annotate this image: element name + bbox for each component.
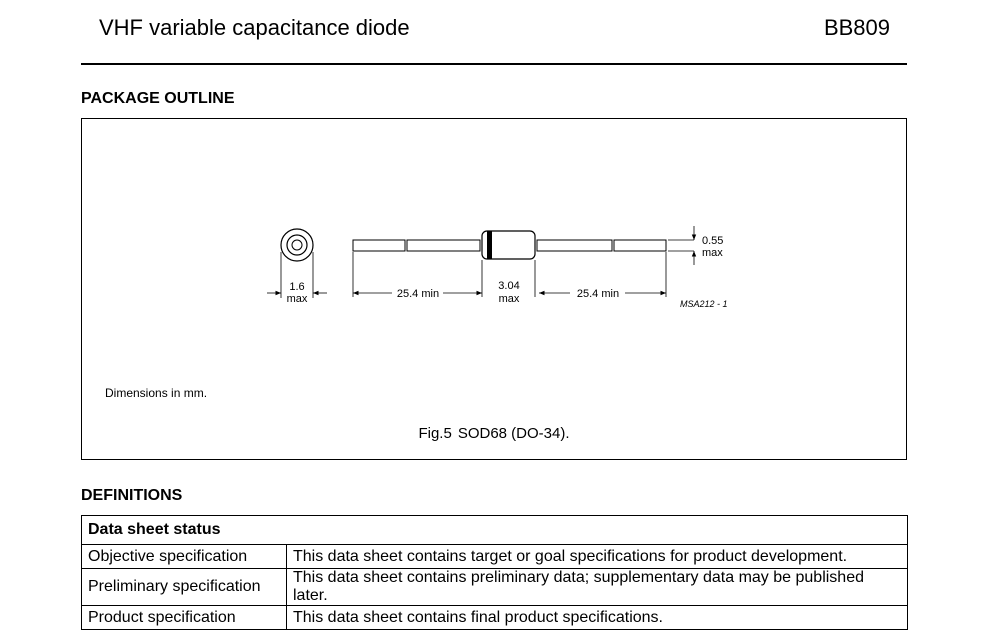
end-view — [267, 228, 327, 298]
part-number: BB809 — [823, 15, 890, 40]
package-outline-heading: PACKAGE OUTLINE — [81, 90, 235, 107]
lead-diameter-qualifier: max — [702, 247, 723, 259]
side-view — [352, 230, 667, 260]
status-cell: Product specification — [81, 605, 287, 630]
description-cell: This data sheet contains target or goal … — [286, 544, 908, 569]
end-diameter-qualifier: max — [287, 293, 308, 305]
figure-caption-text: SOD68 (DO-34). — [457, 425, 570, 442]
body-length-qualifier: max — [499, 293, 520, 305]
table-row: Preliminary specification This data shee… — [81, 568, 908, 606]
package-outline-figure: 1.6 max 25.4 min 3.04 max 25.4 min 0.55 … — [81, 118, 907, 460]
table-header: Data sheet status — [81, 515, 908, 545]
figure-caption: Fig.5 SOD68 (DO-34). — [82, 425, 906, 442]
lead-length-right: 25.4 min — [577, 288, 619, 300]
package-drawing: 1.6 max 25.4 min 3.04 max 25.4 min 0.55 … — [267, 226, 728, 309]
definitions-heading: DEFINITIONS — [81, 487, 183, 504]
drawing-code: MSA212 - 1 — [680, 299, 728, 309]
table-row: Product specification This data sheet co… — [81, 605, 908, 630]
extension-lines — [352, 239, 694, 297]
status-cell: Objective specification — [81, 544, 287, 569]
body-length-value: 3.04 — [498, 280, 519, 292]
header-rule — [81, 63, 907, 65]
end-diameter-value: 1.6 — [289, 281, 304, 293]
figure-number: Fig.5 — [418, 425, 452, 442]
lead-length-left: 25.4 min — [397, 288, 439, 300]
dimensions-note: Dimensions in mm. — [105, 386, 208, 400]
lead-diameter-value: 0.55 — [702, 235, 723, 247]
status-cell: Preliminary specification — [81, 568, 287, 606]
table-row: Objective specification This data sheet … — [81, 544, 908, 569]
description-cell: This data sheet contains preliminary dat… — [286, 568, 908, 606]
page-title: VHF variable capacitance diode — [99, 15, 410, 40]
dimension-lines — [353, 226, 697, 296]
definitions-table: Data sheet status Objective specificatio… — [81, 515, 908, 630]
table-header-row: Data sheet status — [81, 515, 908, 545]
description-cell: This data sheet contains final product s… — [286, 605, 908, 630]
